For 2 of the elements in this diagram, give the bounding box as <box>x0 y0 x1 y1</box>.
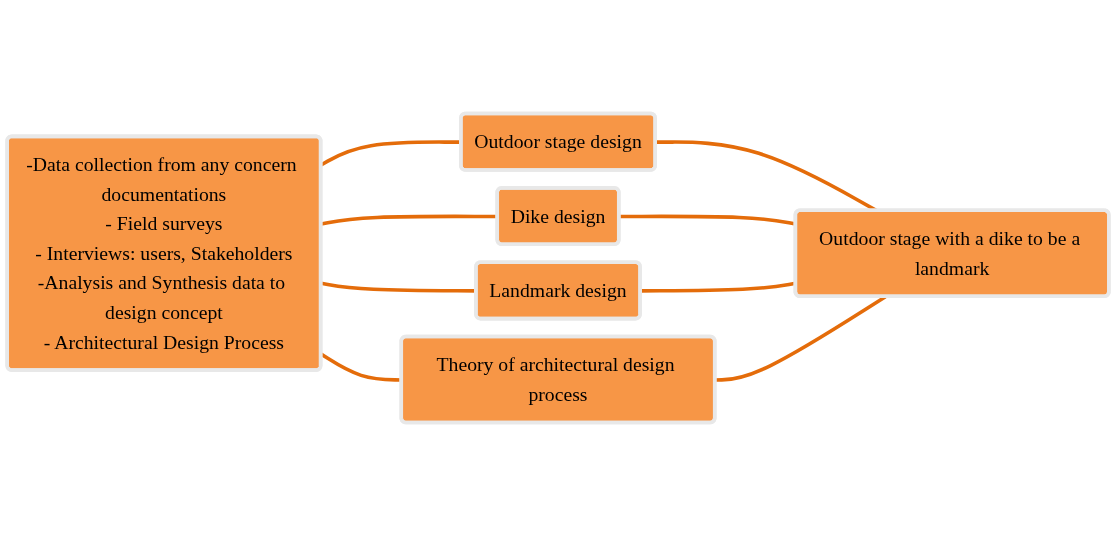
connector <box>320 140 462 167</box>
connector <box>320 281 477 293</box>
